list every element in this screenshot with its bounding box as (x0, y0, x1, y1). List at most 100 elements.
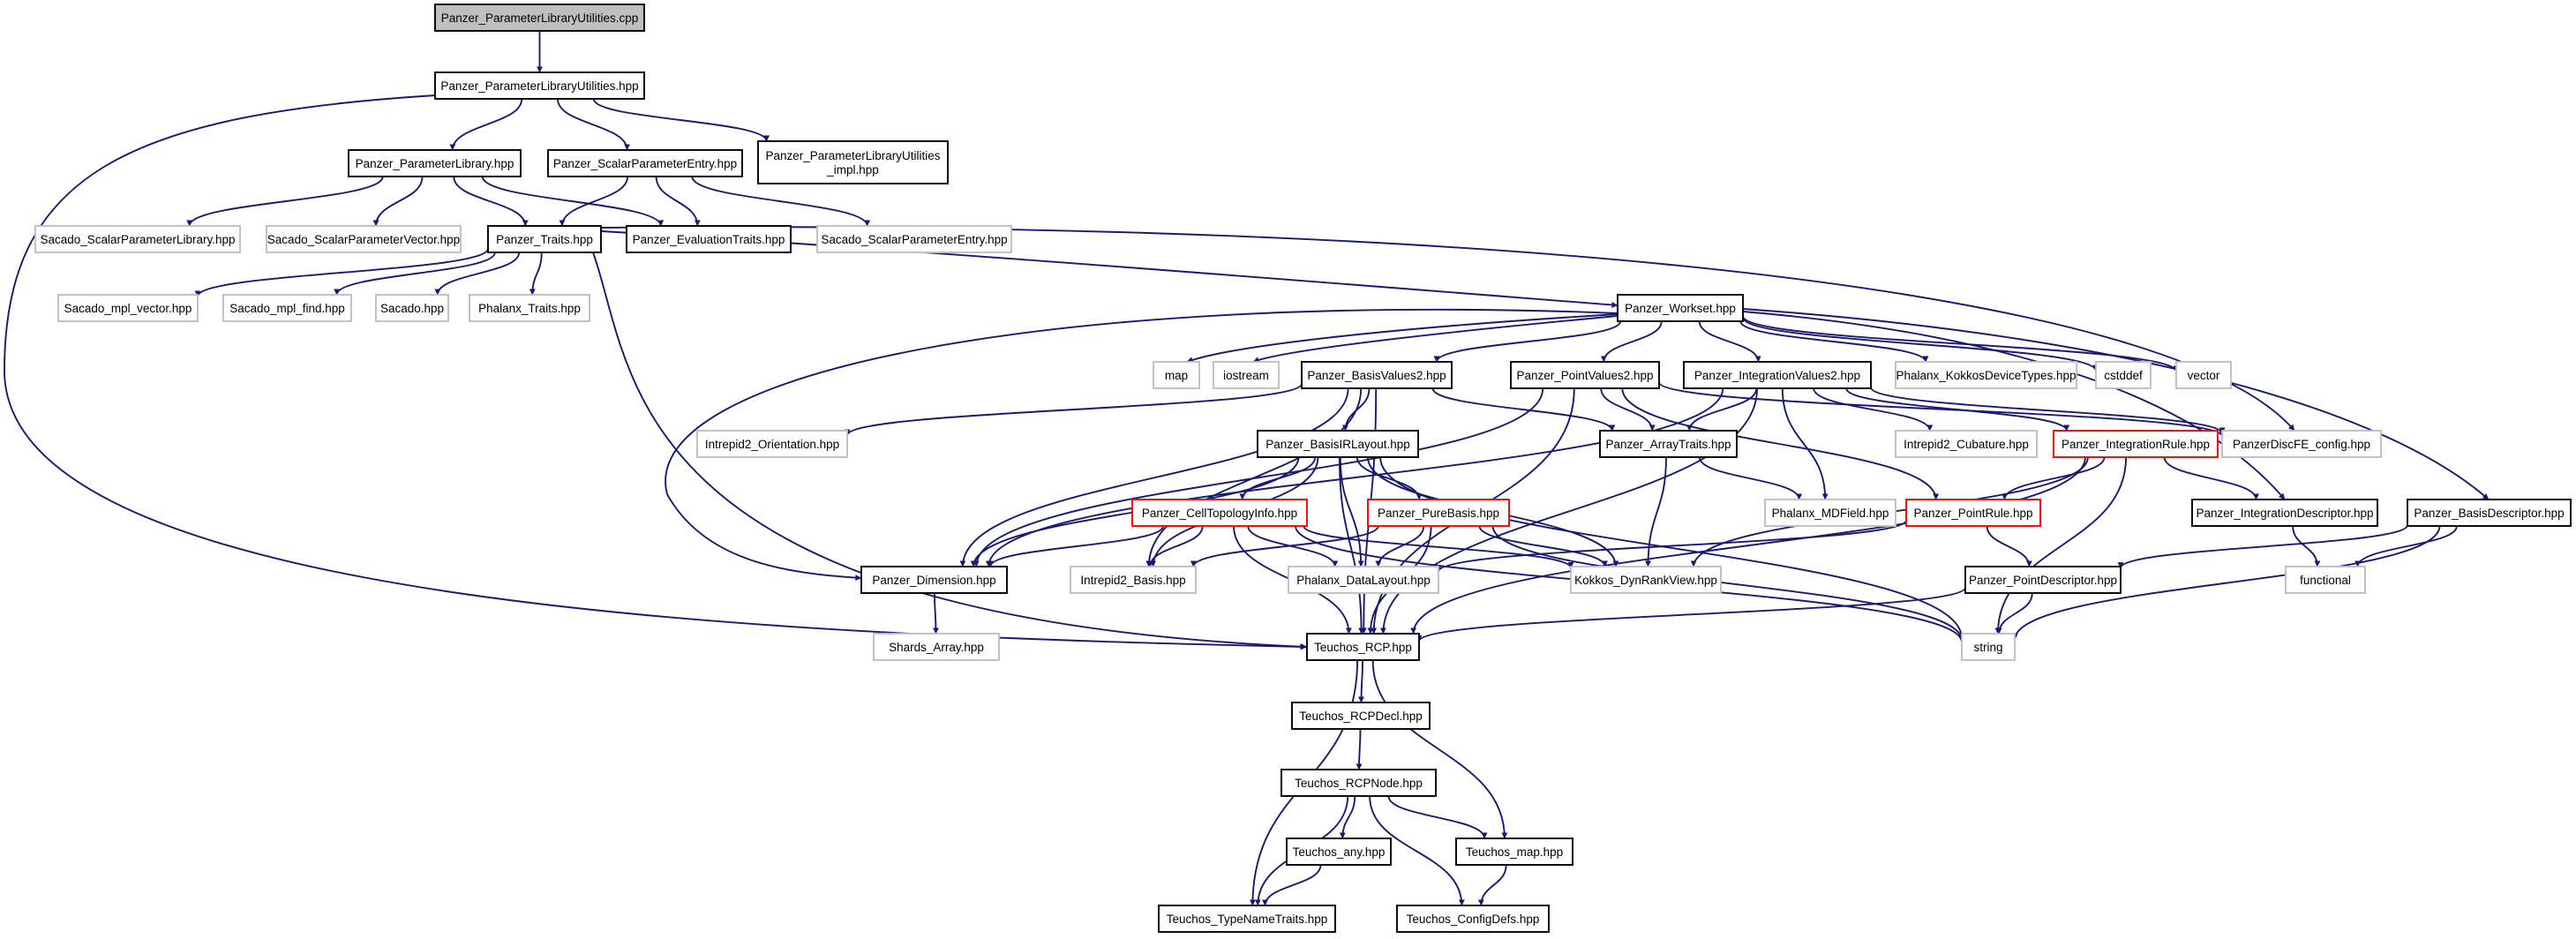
node-label: iostream (1223, 369, 1269, 382)
node-label: Teuchos_map.hpp (1466, 845, 1563, 859)
node-purebasis[interactable]: Panzer_PureBasis.hpp (1367, 499, 1510, 527)
node-plu_impl[interactable]: Panzer_ParameterLibraryUtilities_impl.hp… (757, 140, 949, 184)
edge-purebasis-to-string (1491, 525, 1965, 642)
edge-intrule-to-rcp (1410, 456, 2086, 635)
node-cubature: Intrepid2_Cubature.hpp (1895, 430, 2038, 458)
node-pointdesc[interactable]: Panzer_PointDescriptor.hpp (1964, 566, 2122, 594)
node-pv2[interactable]: Panzer_PointValues2.hpp (1510, 361, 1660, 389)
node-typenametraits[interactable]: Teuchos_TypeNameTraits.hpp (1158, 905, 1336, 933)
node-plu_hpp[interactable]: Panzer_ParameterLibraryUtilities.hpp (434, 71, 645, 100)
edge-workset-to-iv2 (1698, 320, 1761, 363)
node-intrule[interactable]: Panzer_IntegrationRule.hpp (2053, 430, 2219, 458)
node-box (1599, 430, 1738, 458)
node-box (1131, 499, 1308, 527)
node-label: Panzer_IntegrationValues2.hpp (1694, 369, 1860, 382)
node-evaltraits[interactable]: Panzer_EvaluationTraits.hpp (626, 225, 792, 253)
node-box (1617, 294, 1744, 322)
node-label: Panzer_BasisDescriptor.hpp (2414, 507, 2564, 520)
edge-pointrule-to-datalayout (1435, 519, 1907, 573)
node-label: Panzer_PointValues2.hpp (1516, 369, 1653, 382)
node-box (434, 71, 645, 100)
edge-pv2-to-discfe (1658, 381, 2226, 438)
node-label: Phalanx_Traits.hpp (478, 302, 581, 315)
node-box (222, 294, 352, 322)
node-birl[interactable]: Panzer_BasisIRLayout.hpp (1257, 430, 1419, 458)
edge-rcpnode-to-configdefs (1369, 795, 1465, 906)
node-label: PanzerDiscFE_config.hpp (2233, 438, 2370, 451)
node-box (1905, 499, 2041, 527)
node-box (1964, 566, 2122, 594)
node-label: Teuchos_RCPNode.hpp (1295, 777, 1423, 790)
node-string: string (1961, 633, 2016, 661)
node-tmap[interactable]: Teuchos_map.hpp (1455, 838, 1573, 866)
node-box (1764, 499, 1896, 527)
node-datalayout: Phalanx_DataLayout.hpp (1288, 566, 1439, 594)
edge-pv2-to-arraytraits (1600, 387, 1656, 432)
node-box (860, 566, 1008, 594)
node-label: Sacado.hpp (380, 302, 444, 315)
edge-arraytraits-to-dynrank (1645, 456, 1667, 567)
node-discfe: PanzerDiscFE_config.hpp (2221, 430, 2382, 458)
node-pointrule[interactable]: Panzer_PointRule.hpp (1905, 499, 2041, 527)
node-box (873, 633, 1000, 661)
node-box (34, 225, 241, 253)
edge-traits-to-rcp (592, 252, 1308, 650)
node-label: Teuchos_any.hpp (1293, 845, 1386, 859)
node-label: Intrepid2_Basis.hpp (1080, 574, 1185, 587)
edge-plu_hpp-to-rcp (4, 94, 1307, 650)
edge-iv2-to-discfe (1870, 387, 2226, 434)
node-intrepid_orient: Intrepid2_Orientation.hpp (696, 430, 848, 458)
node-workset[interactable]: Panzer_Workset.hpp (1617, 294, 1744, 322)
node-dimension[interactable]: Panzer_Dimension.hpp (860, 566, 1008, 594)
node-box (696, 430, 848, 458)
edge-pointdesc-to-rcp (1416, 587, 1966, 642)
node-rcp[interactable]: Teuchos_RCP.hpp (1306, 633, 1420, 661)
node-box (487, 225, 602, 253)
edge-pl-to-sacado_spl (186, 176, 384, 227)
node-traits[interactable]: Panzer_Traits.hpp (487, 225, 602, 253)
edge-iv2-to-cubature (1813, 387, 1934, 432)
node-sacado_spl: Sacado_ScalarParameterLibrary.hpp (34, 225, 241, 253)
node-box (1301, 361, 1453, 389)
node-box (2221, 430, 2382, 458)
node-any[interactable]: Teuchos_any.hpp (1286, 838, 1392, 866)
node-label: Phalanx_MDField.hpp (1772, 507, 1889, 520)
node-configdefs[interactable]: Teuchos_ConfigDefs.hpp (1396, 905, 1550, 933)
node-iostream: iostream (1213, 361, 1280, 389)
edge-traits-to-mpl_find (334, 252, 496, 296)
node-label: Panzer_ParameterLibraryUtilities.hpp (440, 79, 638, 93)
edge-iv2-to-arraytraits (1686, 387, 1758, 432)
edge-rcp-to-rcpdecl (1358, 659, 1365, 703)
edge-pv2-to-dimension (973, 387, 1544, 567)
node-label: Intrepid2_Cubature.hpp (1904, 438, 2029, 451)
node-arraytraits[interactable]: Panzer_ArrayTraits.hpp (1599, 430, 1738, 458)
edge-bv2-to-intrepid_orient (844, 383, 1303, 436)
edge-workset-to-bv2 (1433, 320, 1622, 363)
node-label: map (1165, 369, 1188, 382)
node-rcpdecl[interactable]: Teuchos_RCPDecl.hpp (1291, 702, 1431, 730)
node-basisdesc[interactable]: Panzer_BasisDescriptor.hpp (2407, 499, 2572, 527)
edge-workset-to-intdesc (1742, 311, 2286, 500)
node-shards: Shards_Array.hpp (873, 633, 1000, 661)
edge-rcpdecl-to-rcpnode (1356, 728, 1363, 770)
node-celltopo[interactable]: Panzer_CellTopologyInfo.hpp (1131, 499, 1308, 527)
node-iv2[interactable]: Panzer_IntegrationValues2.hpp (1683, 361, 1872, 389)
node-mpl_find: Sacado_mpl_find.hpp (222, 294, 352, 322)
node-label: Sacado_mpl_vector.hpp (64, 302, 192, 315)
node-intdesc[interactable]: Panzer_IntegrationDescriptor.hpp (2191, 499, 2378, 527)
node-spe[interactable]: Panzer_ScalarParameterEntry.hpp (547, 149, 743, 177)
node-bv2[interactable]: Panzer_BasisValues2.hpp (1301, 361, 1453, 389)
node-box (1683, 361, 1872, 389)
edge-intdesc-to-functional (2292, 525, 2321, 567)
node-label: Panzer_ArrayTraits.hpp (1605, 438, 1731, 451)
node-label: Panzer_ParameterLibraryUtilities_impl.hp… (765, 149, 940, 177)
node-kdt: Phalanx_KokkosDeviceTypes.hpp (1895, 361, 2077, 389)
node-box (266, 225, 462, 253)
edge-intrule-to-pointrule (2001, 456, 2106, 500)
node-pl[interactable]: Panzer_ParameterLibrary.hpp (348, 149, 522, 177)
node-box (1961, 633, 2016, 661)
node-root[interactable]: Panzer_ParameterLibraryUtilities.cpp (434, 4, 645, 32)
node-rcpnode[interactable]: Teuchos_RCPNode.hpp (1280, 769, 1437, 797)
edge-celltopo-to-dimension (987, 525, 1165, 567)
node-label: vector (2188, 369, 2220, 382)
